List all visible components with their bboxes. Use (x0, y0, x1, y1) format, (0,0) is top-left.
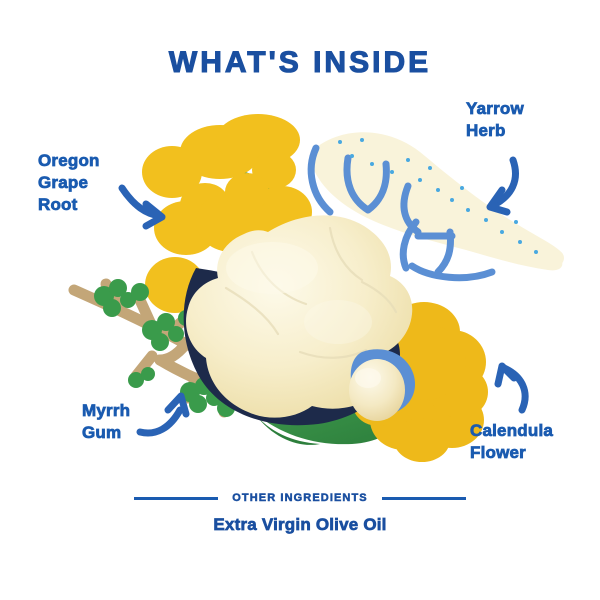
callout-line: Myrrh (82, 401, 131, 421)
salve-blob (186, 215, 413, 418)
footer-main-text: Extra Virgin Olive Oil (213, 515, 387, 535)
divider-left (134, 496, 219, 500)
salve-droplet (349, 359, 405, 421)
arrow-down-left-icon (486, 156, 519, 216)
callout-label-myrrh-gum: Myrrh Gum (82, 400, 192, 444)
callout-line: Herb (466, 120, 506, 140)
callout-line: Yarrow (466, 99, 524, 119)
callout-label-calendula-flower: Calendula Flower (470, 420, 590, 464)
divider-right (381, 496, 466, 500)
callout-line: Gum (82, 422, 122, 442)
callout-label-yarrow-herb: Yarrow Herb (466, 98, 576, 142)
other-ingredients-footer: OTHER INGREDIENTS Extra Virgin Olive Oil (0, 492, 600, 535)
yarrow-herb-illustration (307, 132, 564, 282)
page-title: WHAT'S INSIDE (168, 46, 432, 79)
salve-shadow (183, 268, 400, 426)
callout-line: Root (38, 194, 78, 214)
footer-kicker-row: OTHER INGREDIENTS (0, 492, 600, 504)
green-leaf-base (236, 393, 404, 445)
callout-line: Flower (470, 442, 527, 462)
blue-petal-accent (350, 349, 416, 414)
callout-label-oregon-grape-root: Oregon Grape Root (38, 150, 148, 215)
callout-line: Grape (38, 172, 89, 192)
calendula-flower-illustration (352, 302, 488, 462)
oregon-grape-root-illustration (142, 114, 312, 313)
footer-kicker-text: OTHER INGREDIENTS (232, 492, 368, 505)
arrow-up-left-icon (494, 362, 529, 414)
callout-line: Oregon (38, 151, 100, 171)
callout-line: Calendula (470, 421, 554, 441)
myrrh-gum-illustration (68, 278, 292, 418)
